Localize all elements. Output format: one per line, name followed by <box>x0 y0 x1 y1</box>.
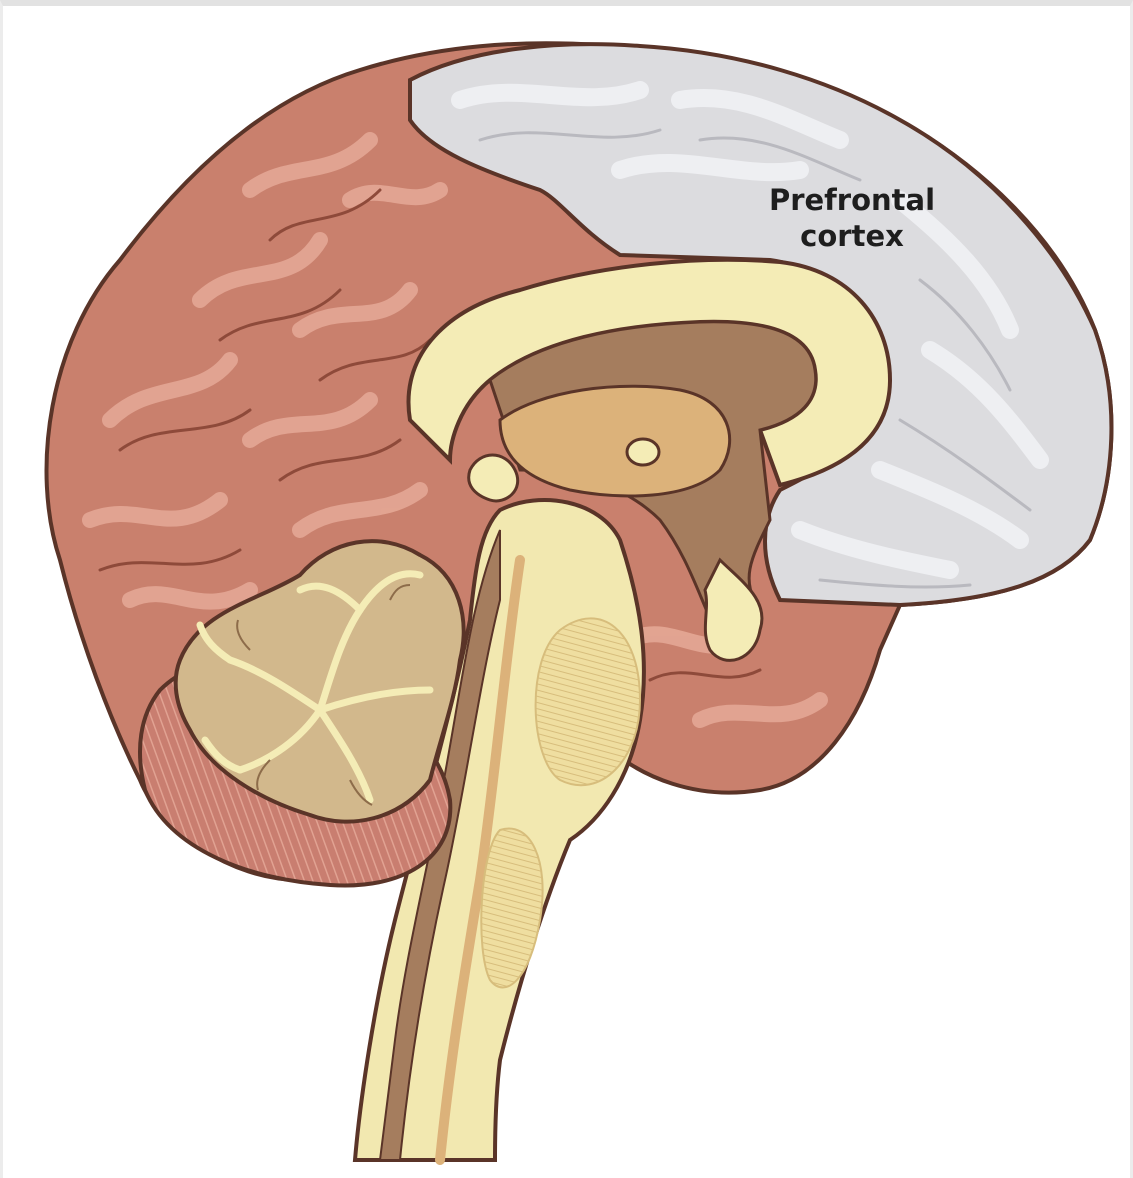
label-line-2: cortex <box>742 218 962 254</box>
prefrontal-cortex-label: Prefrontal cortex <box>742 182 962 254</box>
medulla <box>481 828 542 987</box>
label-line-1: Prefrontal <box>742 182 962 218</box>
interthalamic-adhesion <box>627 439 659 465</box>
pineal-gland <box>469 455 518 501</box>
pons <box>536 618 640 785</box>
